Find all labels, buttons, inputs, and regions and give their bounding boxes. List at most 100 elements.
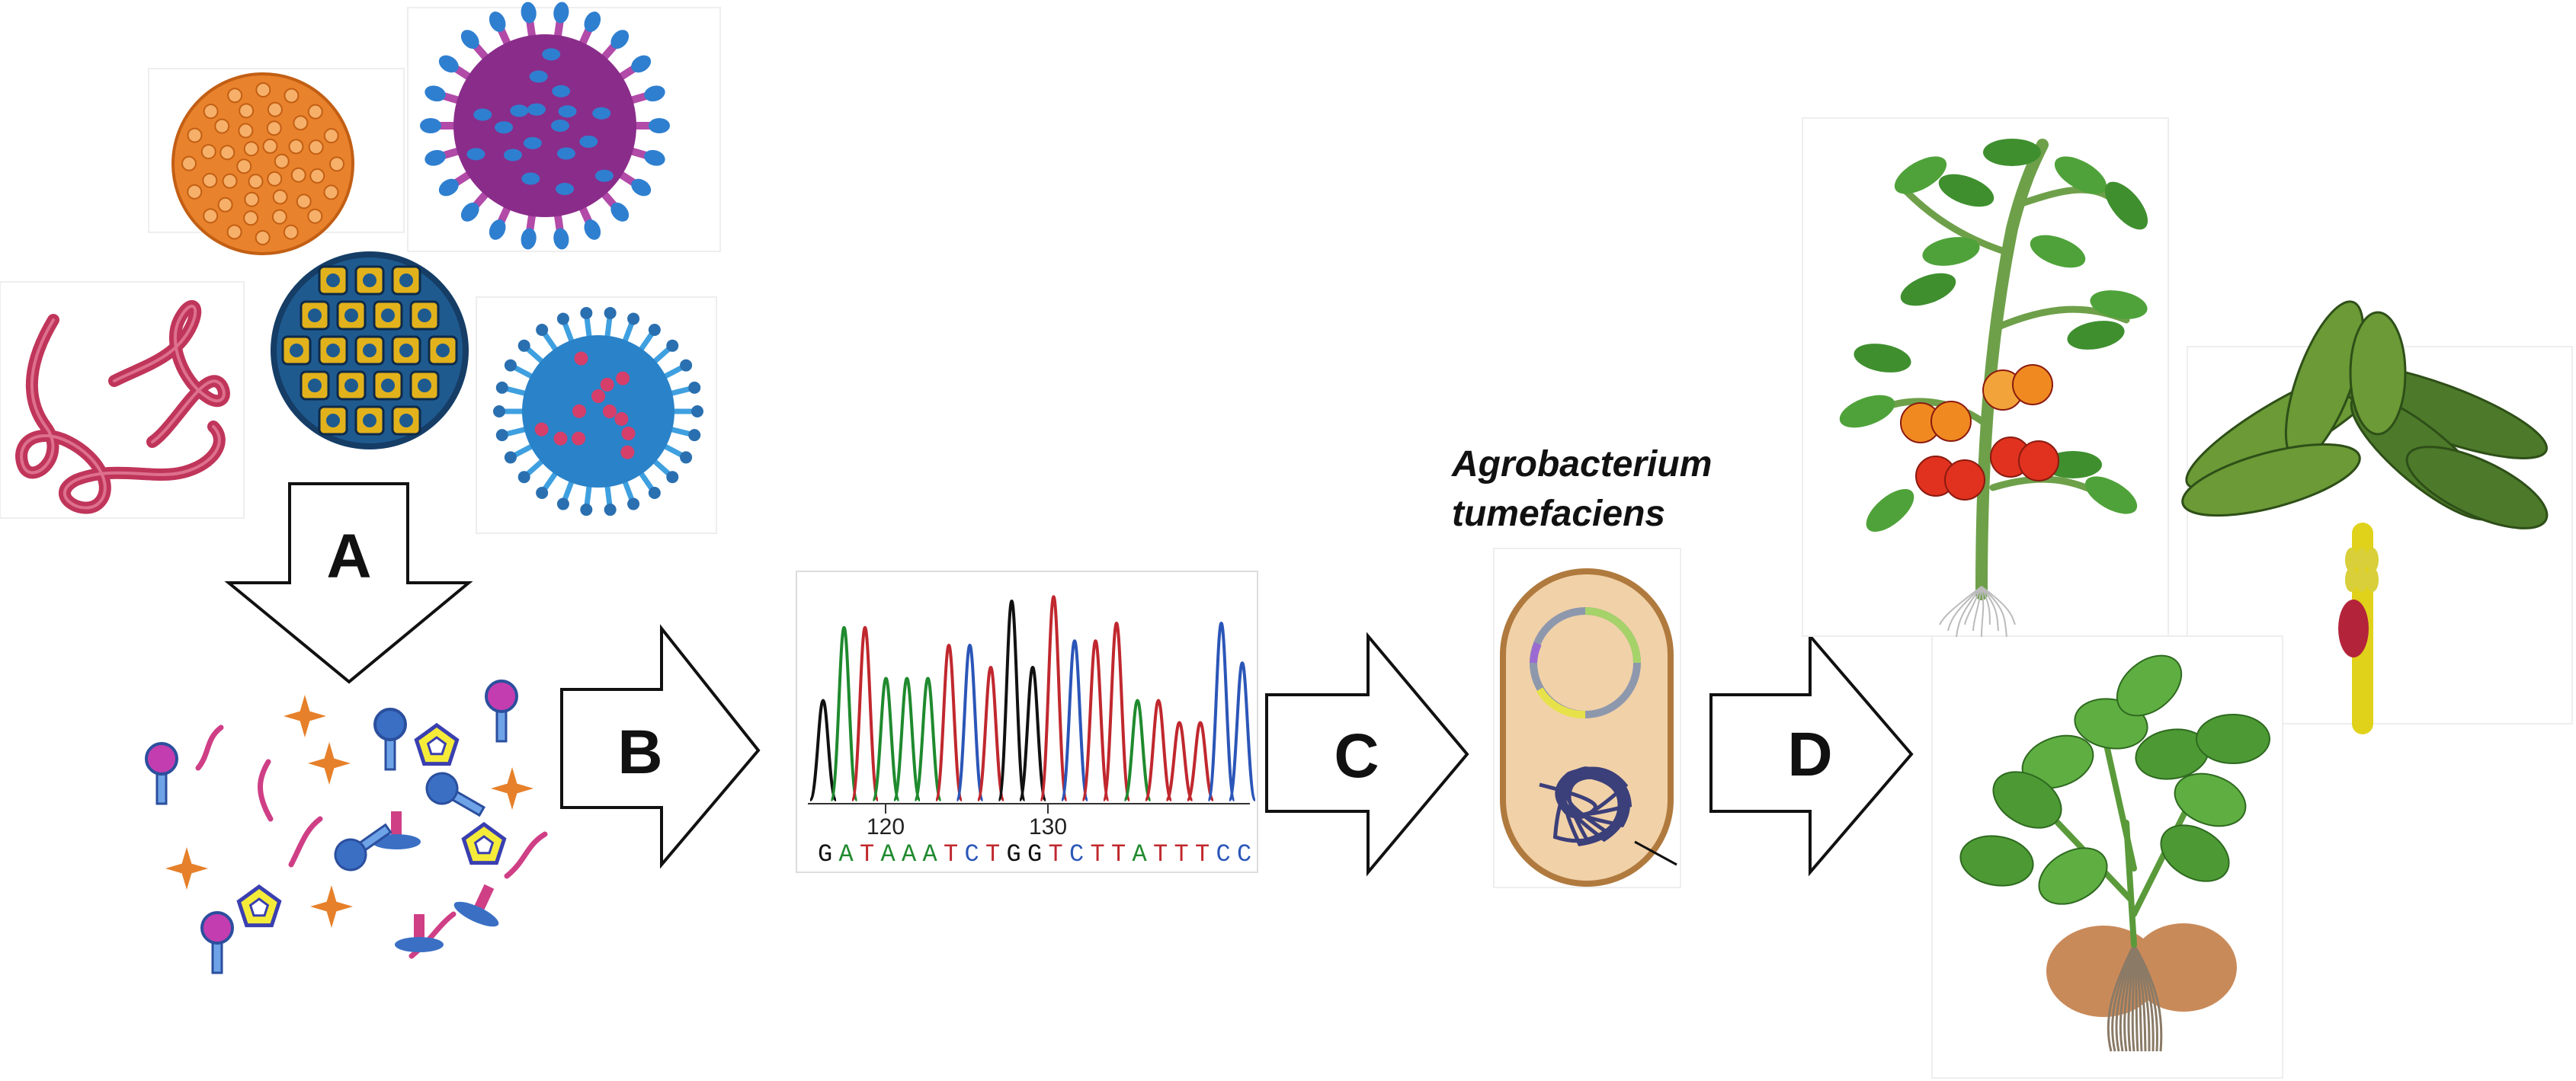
chromatogram-peak: [913, 676, 943, 801]
banana-leaf: [2181, 443, 2361, 517]
chromatogram-peak: [955, 643, 985, 801]
chromatogram-peak: [892, 676, 921, 801]
banana-fruit: [2345, 548, 2357, 572]
virus-bump: [267, 171, 283, 187]
sequence-base: T: [1049, 840, 1063, 868]
virus-spike-tip: [553, 228, 569, 250]
virus-spike-tip: [425, 149, 446, 166]
sequence-base: A: [1133, 840, 1148, 868]
banana-leaf: [2405, 446, 2549, 529]
lollipop-molecule: [373, 708, 407, 771]
virus-surface-knob: [523, 136, 542, 149]
virus-bump: [267, 101, 283, 117]
lollipop-molecule: [145, 742, 178, 805]
potato-root: [2132, 944, 2163, 1052]
virus-bump: [290, 167, 306, 183]
virus-bump: [202, 172, 218, 188]
virus-spike-tip: [604, 504, 617, 517]
virus-spike-tip: [553, 2, 569, 24]
capsid-cell-center: [308, 379, 322, 392]
chromatogram-peak: [871, 676, 901, 801]
virus-surface-knob: [466, 148, 485, 161]
dumbbell-molecule: [334, 823, 392, 872]
virus-spike-tip: [584, 11, 601, 32]
tomato-leaf: [1938, 174, 1994, 207]
tomato-root: [1972, 586, 1982, 632]
virus-bump: [288, 139, 304, 155]
virus-spike-tip: [691, 405, 703, 417]
capsid-cell-center: [399, 344, 413, 357]
strand-molecule: [195, 724, 224, 771]
chromatogram-peak: [1039, 595, 1069, 801]
virus-spike-tip: [644, 149, 665, 166]
virus-spike-tip: [504, 451, 517, 464]
sequence-base: T: [1174, 840, 1189, 868]
virus-spike-tip: [517, 339, 530, 352]
potato-leaf: [2196, 714, 2270, 764]
virus-surface-dot: [614, 411, 629, 426]
banana-leaf: [2349, 311, 2407, 436]
virus-bump: [255, 229, 271, 245]
virus-spike-tip: [536, 486, 549, 499]
virus-bump: [187, 184, 203, 200]
star-molecule: [308, 742, 351, 785]
tomato-leaf: [1983, 139, 2041, 166]
step-c-arrow: C: [1265, 632, 1469, 877]
virus-bump: [187, 127, 203, 143]
tomato-leaf: [2104, 181, 2148, 230]
virus-spike-tip: [666, 339, 679, 352]
virus-surface-knob: [521, 172, 540, 185]
virus-spike-tip: [489, 11, 506, 32]
virus-spike-tip: [495, 429, 508, 442]
virus-spike-tip: [495, 381, 508, 394]
potato-leaf: [1992, 771, 2062, 829]
capsid-cell-center: [308, 309, 322, 322]
virus-spike-tip: [493, 405, 505, 417]
sequence-base: G: [818, 840, 832, 868]
virus-bump: [243, 210, 259, 226]
virus-spike-tip: [438, 178, 459, 197]
chromatogram-peak: [1206, 621, 1236, 801]
virus-surface-dot: [574, 351, 588, 366]
chromatogram-peak: [976, 665, 1005, 801]
virus-spike-tip: [438, 55, 459, 73]
virus-spike-tip: [680, 359, 693, 372]
tomato-leaf: [1900, 273, 1956, 306]
virus-spike-tip: [649, 118, 670, 133]
virus-spike-tip: [631, 178, 652, 197]
star-molecule: [284, 695, 326, 737]
tomato-root: [1956, 586, 1982, 638]
chromatogram-peak: [1018, 665, 1047, 801]
virus-surface-knob: [527, 103, 546, 116]
virus-spike-tip: [688, 429, 701, 442]
virus-bump: [262, 138, 278, 154]
tomato-leaf: [1866, 488, 1914, 533]
capsid-cell-center: [326, 414, 340, 427]
virus-bump: [309, 168, 325, 184]
sequence-base: T: [985, 840, 1000, 868]
tomato-root: [1981, 586, 1985, 638]
banana-fruit: [2345, 568, 2357, 592]
virus-bump: [238, 123, 254, 139]
virus-surface-dot: [620, 445, 635, 459]
chromatogram-peak: [809, 699, 838, 801]
virus-bump: [323, 184, 339, 200]
tomato-plant-icon: [1839, 139, 2148, 638]
orange-virus-icon: [171, 72, 354, 255]
virus-bump: [219, 145, 235, 161]
virus-bump: [307, 208, 323, 224]
virus-surface-knob: [558, 105, 577, 118]
chromatogram-peak: [1144, 699, 1173, 801]
virus-bump: [226, 224, 242, 240]
sequence-base: T: [1111, 840, 1126, 868]
virus-bump: [236, 158, 252, 174]
virus-surface-dot: [621, 427, 636, 441]
tomato-fruit: [2012, 364, 2053, 405]
virus-bump: [293, 115, 309, 131]
lollipop-molecule: [200, 911, 234, 974]
virus-spike-tip: [604, 306, 617, 319]
virus-spike-tip: [420, 118, 441, 133]
virus-surface-knob: [556, 183, 575, 196]
sequence-base: T: [944, 840, 958, 868]
